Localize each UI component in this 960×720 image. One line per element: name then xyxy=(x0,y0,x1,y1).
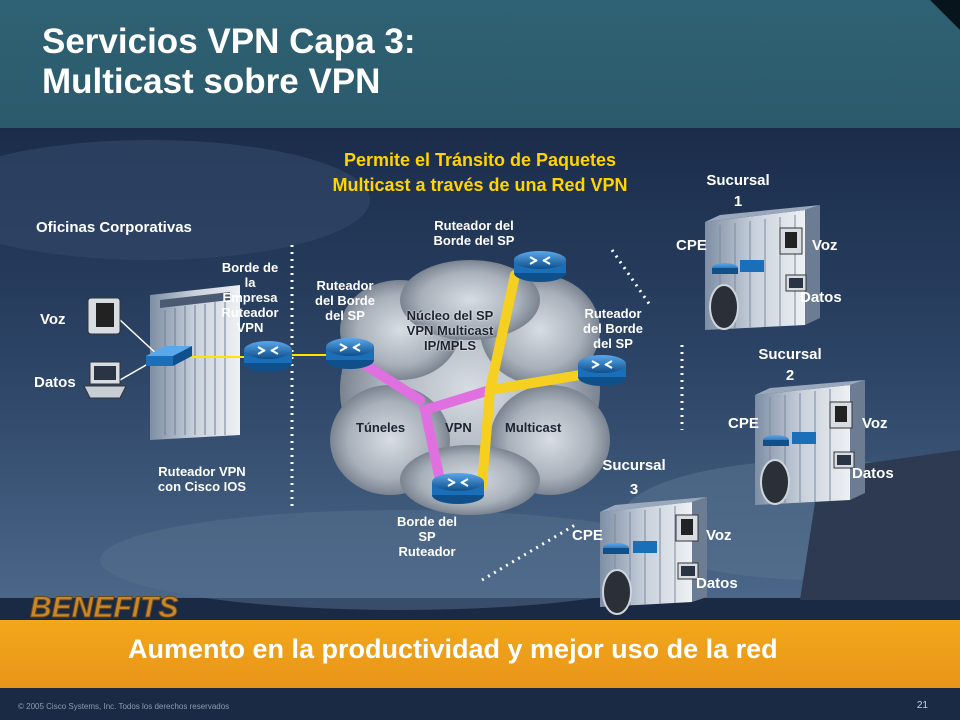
sp-core-label: Núcleo del SP VPN Multicast IP/MPLS xyxy=(406,308,494,353)
branch-2-datos: Datos xyxy=(852,465,894,482)
branch-2-name: Sucursal 2 xyxy=(758,346,822,384)
router-icon-sp-right xyxy=(578,355,626,386)
branch-1-datos: Datos xyxy=(800,289,842,306)
title-line-1: Servicios VPN Capa 3: xyxy=(42,22,416,61)
branch-3-cpe: CPE xyxy=(572,527,603,544)
pc-icon-branch-2 xyxy=(833,451,855,469)
branch-1-voz: Voz xyxy=(812,237,838,254)
tunnels-label-b: VPN xyxy=(445,420,472,435)
copyright-footer: © 2005 Cisco Systems, Inc. Todos los der… xyxy=(18,702,230,711)
enterprise-edge-label: Borde de la Empresa Ruteador VPN xyxy=(221,260,279,335)
branch-2-cpe: CPE xyxy=(728,415,759,432)
pc-icon-corporate xyxy=(83,361,127,399)
branch-3-datos: Datos xyxy=(696,575,738,592)
cpe-switch-icon-1 xyxy=(740,260,764,272)
benefits-text: BENEFITS xyxy=(30,591,178,620)
slide-title: Servicios VPN Capa 3: Multicast sobre VP… xyxy=(42,22,416,102)
phone-icon-corporate xyxy=(87,297,121,335)
branch-3-name: Sucursal 3 xyxy=(602,457,666,498)
page-number: 21 xyxy=(916,700,928,711)
router-icon-enterprise xyxy=(244,341,292,372)
phone-icon-branch-1 xyxy=(779,227,803,255)
phone-icon-branch-2 xyxy=(829,401,853,429)
corporate-router-caption: Ruteador VPN con Cisco IOS xyxy=(157,464,247,494)
headline: Permite el Tránsito de Paquetes Multicas… xyxy=(270,148,690,198)
switch-icon-corporate xyxy=(146,346,192,366)
cpe-switch-icon-3 xyxy=(633,541,657,553)
tunnels-label-c: Multicast xyxy=(505,420,562,435)
branch-1-name: Sucursal 1 xyxy=(706,172,770,210)
corporate-heading: Oficinas Corporativas xyxy=(36,219,192,236)
benefit-text: Aumento en la productividad y mejor uso … xyxy=(128,634,778,664)
cpe-router-icon-1 xyxy=(712,263,738,274)
corporate-voz-label: Voz xyxy=(40,311,66,328)
phone-icon-branch-3 xyxy=(675,514,699,542)
cpe-router-icon-2 xyxy=(763,435,789,446)
corporate-datos-label: Datos xyxy=(34,374,76,391)
headline-line-1: Permite el Tránsito de Paquetes xyxy=(343,150,617,170)
corporate-building xyxy=(150,285,240,440)
title-line-2: Multicast sobre VPN xyxy=(42,62,381,101)
pc-icon-branch-3 xyxy=(677,562,699,580)
headline-line-2: Multicast a través de una Red VPN xyxy=(332,175,628,195)
tunnels-label-a: Túneles xyxy=(356,420,406,435)
sp-right-router-label: Ruteador del Borde del SP xyxy=(583,306,643,351)
benefit-banner xyxy=(0,620,960,688)
pc-icon-branch-1 xyxy=(785,274,807,292)
cpe-router-icon-3 xyxy=(603,543,629,554)
sp-top-router-label: Ruteador del Borde del SP xyxy=(433,218,515,248)
router-icon-sp-top xyxy=(514,251,566,282)
wan-boundaries xyxy=(290,245,684,582)
branch-1-cpe: CPE xyxy=(676,237,707,254)
branch-3-voz: Voz xyxy=(706,527,732,544)
branch-2-voz: Voz xyxy=(862,415,888,432)
sp-left-router-label: Ruteador del Borde del SP xyxy=(315,278,375,323)
header-corner xyxy=(930,0,960,30)
benefits-label: BENEFITS xyxy=(30,591,179,621)
router-icon-sp-bottom xyxy=(432,473,484,504)
cpe-switch-icon-2 xyxy=(792,432,816,444)
title-bar xyxy=(0,0,960,128)
router-icon-sp-left xyxy=(326,338,374,369)
people-icons xyxy=(602,284,790,615)
sp-bottom-router-label: Borde del SP Ruteador xyxy=(397,514,457,559)
